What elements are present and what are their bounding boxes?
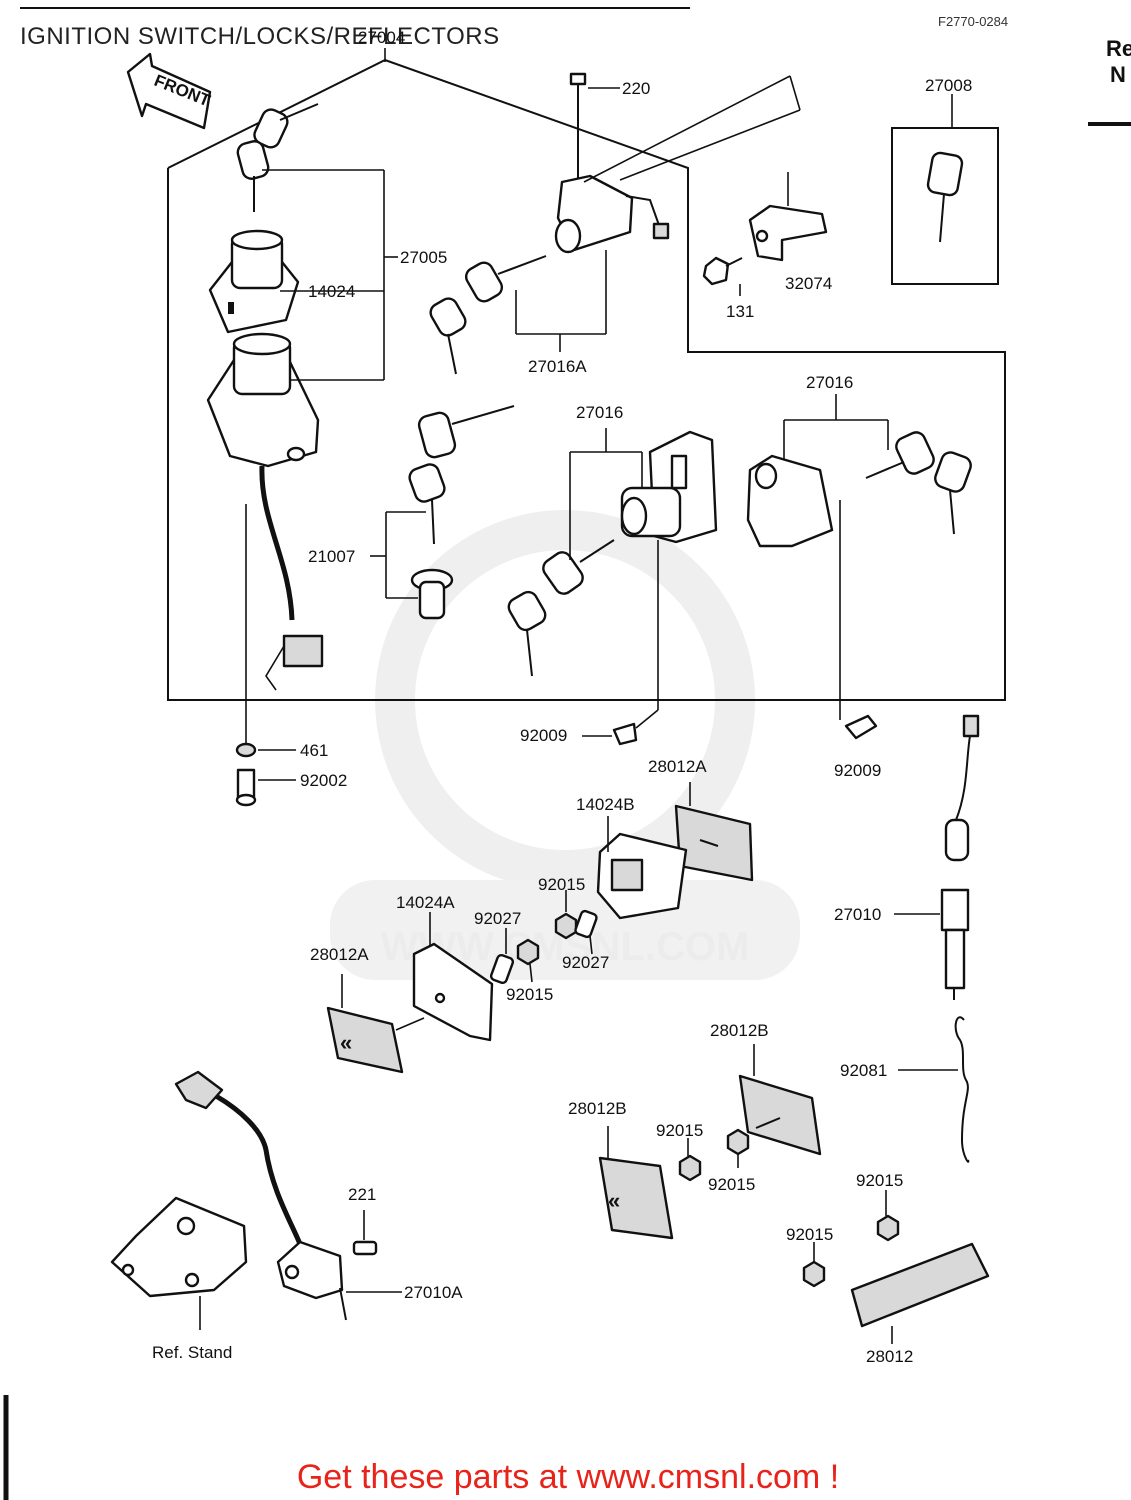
ignition-switch-body <box>206 332 324 691</box>
label-28012B-right: 28012B <box>710 1021 769 1040</box>
nut-92015-c <box>726 1128 750 1168</box>
label-92002: 92002 <box>300 771 347 790</box>
keys-27016A <box>429 250 607 375</box>
label-461: 461 <box>300 741 328 760</box>
label-92009-left: 92009 <box>520 726 567 745</box>
bracket-14024B <box>596 816 688 920</box>
label-27004: 27004 <box>358 28 405 47</box>
seat-lock-cylinder <box>554 100 670 254</box>
label-14024A: 14024A <box>396 893 455 912</box>
reflector-28012 <box>850 1242 990 1344</box>
label-28012A-left: 28012A <box>310 945 369 964</box>
reflector-28012B-right <box>738 1044 822 1156</box>
label-92015-e: 92015 <box>856 1171 903 1190</box>
switch-27010 <box>894 714 980 1000</box>
reflector-28012A-left: « <box>326 974 425 1074</box>
label-92027-a: 92027 <box>474 909 521 928</box>
kit-outline <box>167 58 1006 701</box>
nut-92015-b <box>516 938 540 983</box>
screw-92009-left <box>582 540 659 746</box>
reflector-28012B-left: « <box>598 1126 674 1240</box>
label-92015-d: 92015 <box>656 1121 703 1140</box>
front-arrow: FRONT <box>126 52 213 130</box>
keys-27016-center <box>507 428 643 677</box>
label-14024: 14024 <box>308 282 355 301</box>
label-220: 220 <box>622 79 650 98</box>
spring-92081 <box>898 1016 970 1163</box>
harness-27010A <box>174 1070 402 1321</box>
label-27005: 27005 <box>400 248 447 267</box>
label-92015-f: 92015 <box>786 1225 833 1244</box>
lock-27016-right <box>746 394 972 548</box>
svg-text:«: « <box>340 1030 352 1055</box>
diagram-code: F2770-0284 <box>938 14 1008 29</box>
ref-stand <box>110 1196 248 1330</box>
label-92015-b: 92015 <box>506 985 553 1004</box>
label-221: 221 <box>348 1185 376 1204</box>
page-title: IGNITION SWITCH/LOCKS/REFLECTORS <box>20 23 500 50</box>
bracket-32074 <box>748 172 828 262</box>
label-32074: 32074 <box>785 274 832 293</box>
leader-27005 <box>262 169 398 381</box>
ignition-switch-cap <box>208 229 300 334</box>
label-92015-a: 92015 <box>538 875 585 894</box>
bolt-92002 <box>235 768 296 807</box>
label-28012: 28012 <box>866 1347 913 1366</box>
side-text-1: Re <box>1106 36 1131 61</box>
label-21007: 21007 <box>308 547 355 566</box>
spacer-92027-a <box>489 928 515 985</box>
promo-link[interactable]: Get these parts at www.cmsnl.com ! <box>297 1458 839 1496</box>
leader-upper-b <box>619 109 801 181</box>
bracket-14024A <box>412 912 494 1042</box>
washer-461 <box>235 504 296 758</box>
lock-27016-center <box>620 430 718 544</box>
label-28012A-top: 28012A <box>648 757 707 776</box>
label-27010: 27010 <box>834 905 881 924</box>
bolt-131 <box>702 256 743 296</box>
svg-text:«: « <box>608 1188 620 1213</box>
reflector-28012A-top <box>674 782 754 882</box>
side-text-2: N <box>1110 62 1126 87</box>
keys-21007 <box>370 405 515 620</box>
ignition-keys <box>236 103 319 212</box>
key-27008 <box>891 94 999 285</box>
label-131: 131 <box>726 302 754 321</box>
label-92009-right: 92009 <box>834 761 881 780</box>
label-92027-b: 92027 <box>562 953 609 972</box>
label-27016-right: 27016 <box>806 373 853 392</box>
spacer-92027-b <box>574 909 598 955</box>
leader-upper-c <box>789 75 801 111</box>
leader-upper-a <box>583 75 791 183</box>
label-27016A: 27016A <box>528 357 587 376</box>
label-27010A: 27010A <box>404 1283 463 1302</box>
label-28012B-left: 28012B <box>568 1099 627 1118</box>
label-27016-center: 27016 <box>576 403 623 422</box>
nut-92015-f <box>802 1242 826 1288</box>
label-ref-stand: Ref. Stand <box>152 1343 232 1362</box>
nut-92015-d <box>678 1138 702 1182</box>
screw-220 <box>569 72 620 100</box>
screw-221 <box>352 1210 378 1256</box>
nut-92015-e <box>876 1190 900 1242</box>
label-14024B: 14024B <box>576 795 635 814</box>
label-92081: 92081 <box>840 1061 887 1080</box>
label-27008: 27008 <box>925 76 972 95</box>
screw-92009-right <box>839 500 878 740</box>
label-92015-c: 92015 <box>708 1175 755 1194</box>
